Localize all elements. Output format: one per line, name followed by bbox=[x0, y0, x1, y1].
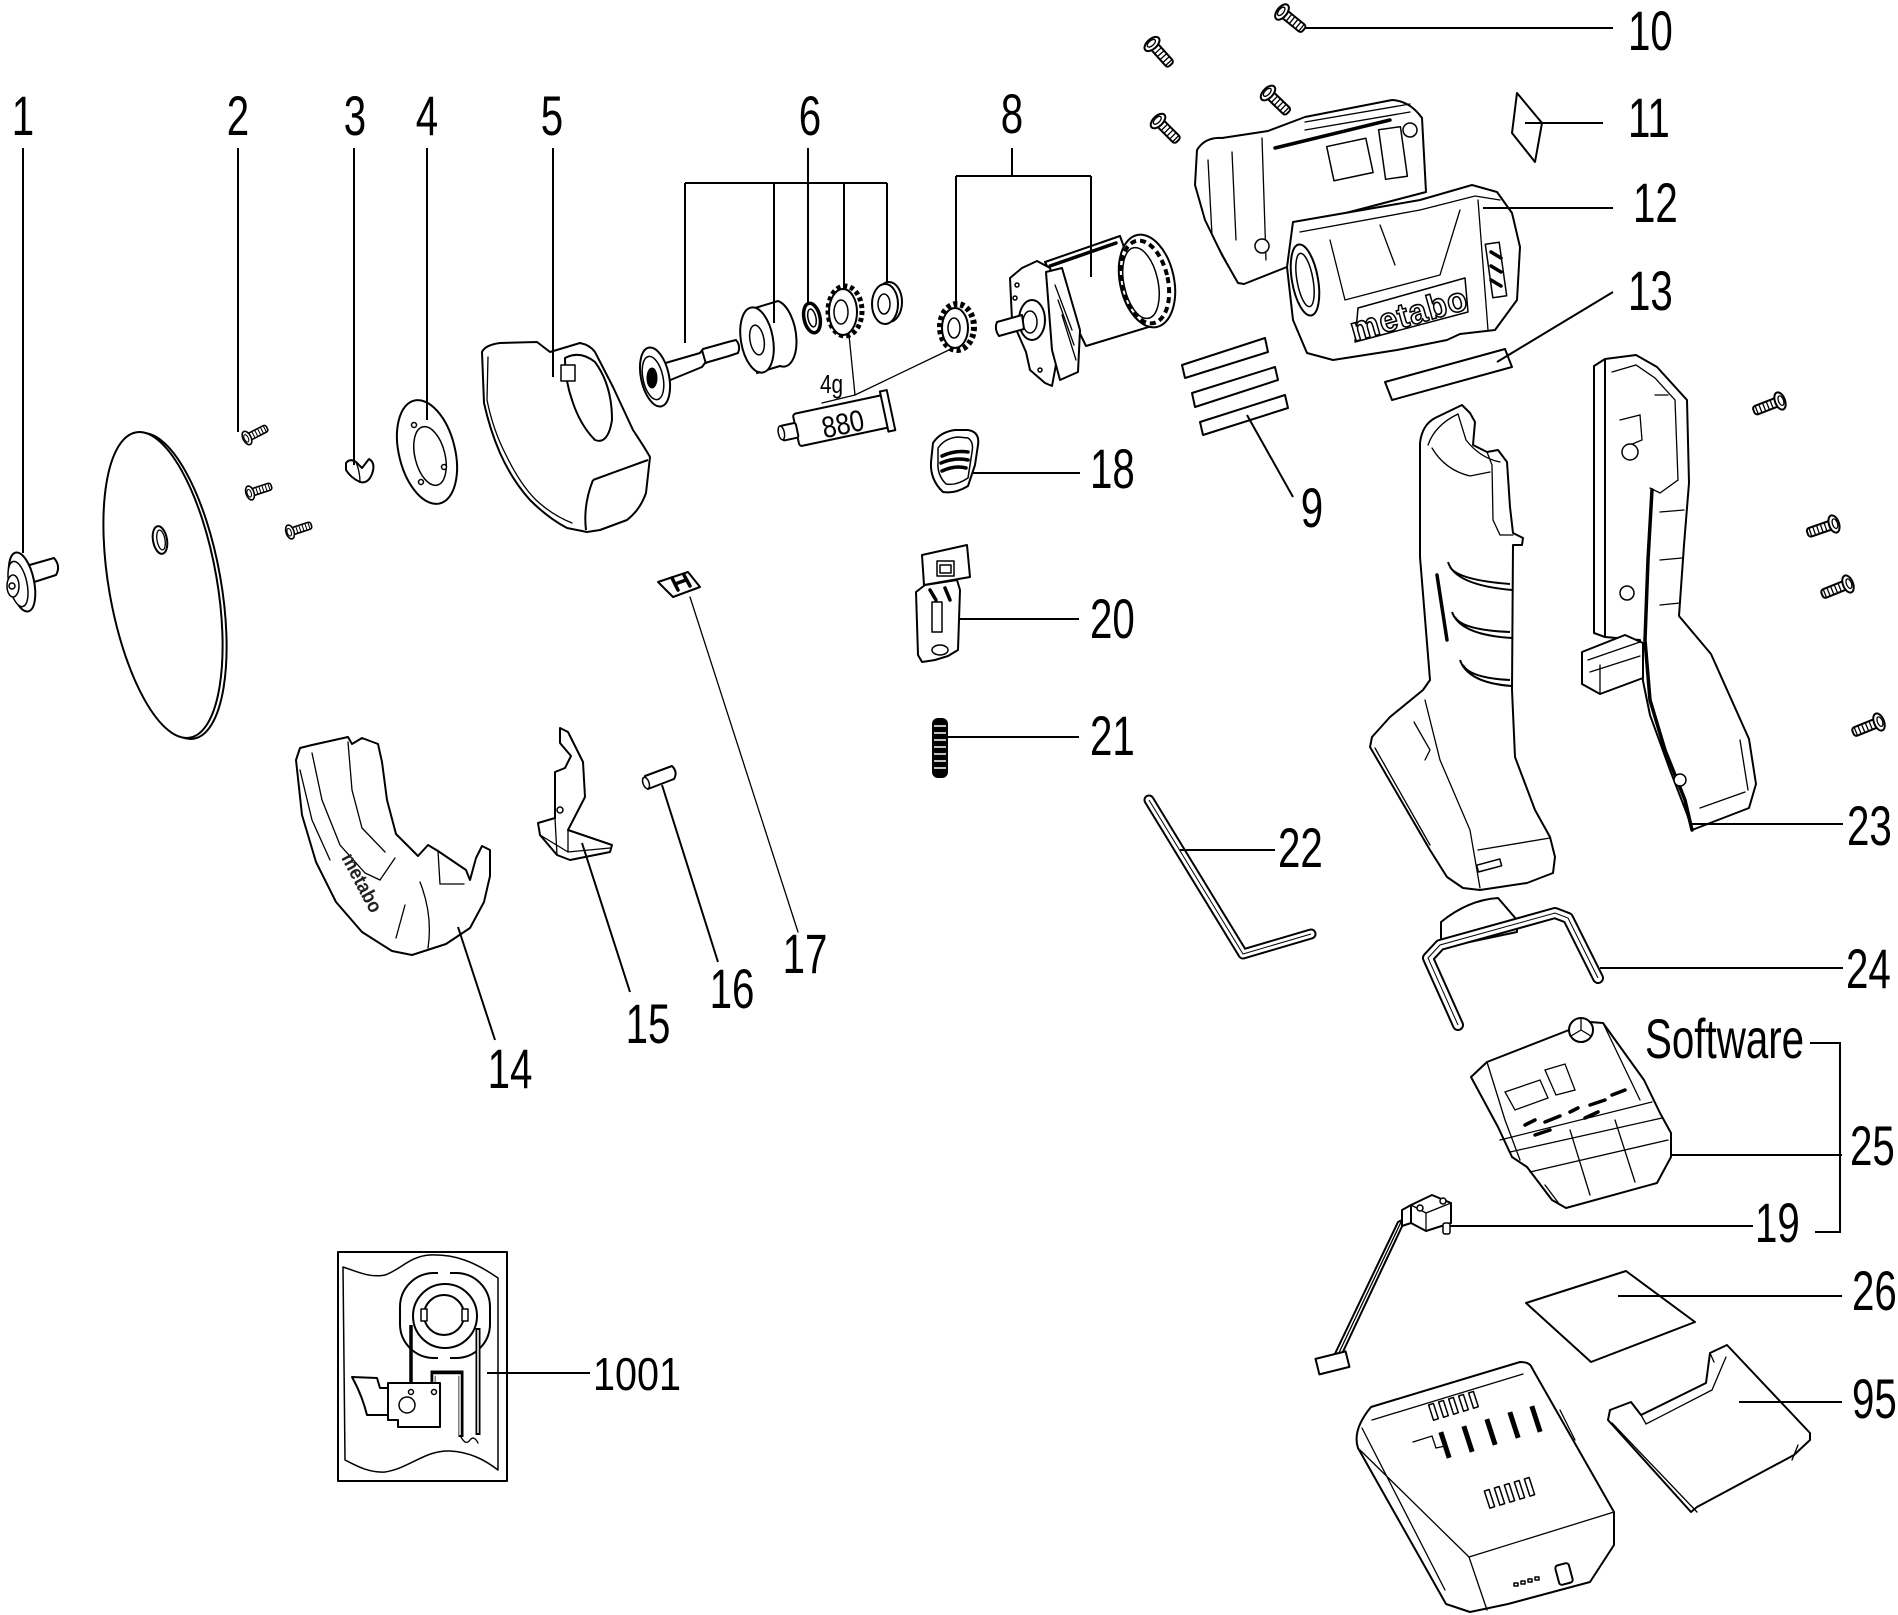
part-20-switch-slider bbox=[915, 544, 971, 663]
battery-terminal-slots bbox=[1412, 1390, 1576, 1509]
part-25-electronics-module bbox=[1470, 1017, 1672, 1209]
callout-11: 11 bbox=[1628, 88, 1670, 150]
spindle bbox=[638, 339, 741, 408]
grease-amount-label: 4g bbox=[820, 370, 843, 399]
part-26-label-sheet bbox=[1525, 1270, 1696, 1363]
retaining-ring bbox=[801, 301, 823, 335]
leader-13 bbox=[1496, 291, 1614, 363]
pinion bbox=[937, 301, 977, 353]
callout-14: 14 bbox=[488, 1039, 533, 1101]
part-5-wheel-guard bbox=[481, 341, 651, 533]
motor bbox=[994, 233, 1177, 387]
callout-1: 1 bbox=[12, 86, 34, 148]
part-9-strips bbox=[1181, 337, 1289, 436]
part-16-pin bbox=[641, 765, 677, 790]
callout-9: 9 bbox=[1301, 478, 1323, 540]
part-11-label-plate bbox=[1511, 92, 1543, 163]
leader-16 bbox=[661, 784, 719, 963]
logo-panel bbox=[1354, 277, 1469, 343]
leader-6-bracket bbox=[684, 148, 888, 343]
callout-6: 6 bbox=[799, 86, 821, 148]
part-1001-wiring-detail bbox=[337, 1251, 508, 1482]
callout-19: 19 bbox=[1755, 1193, 1800, 1255]
part-1-clamping-nut bbox=[6, 551, 60, 613]
callout-15: 15 bbox=[626, 994, 671, 1056]
part-17-clip bbox=[657, 571, 701, 598]
grease-tube: 880 bbox=[777, 389, 897, 447]
callout-17: 17 bbox=[783, 924, 828, 986]
callout-3: 3 bbox=[344, 86, 366, 148]
callout-10: 10 bbox=[1628, 1, 1673, 63]
callout-24: 24 bbox=[1846, 939, 1891, 1001]
handle-shell-left bbox=[1369, 404, 1556, 891]
part-13-strip bbox=[1384, 348, 1513, 401]
callout-16: 16 bbox=[710, 959, 755, 1021]
part-19-sensor-cable bbox=[1314, 1194, 1452, 1376]
leader-17 bbox=[689, 596, 799, 933]
part-4-washer bbox=[395, 399, 459, 505]
leader-14 bbox=[457, 926, 496, 1041]
callout-4: 4 bbox=[416, 86, 438, 148]
ball-bearing-large bbox=[739, 300, 798, 374]
callout-18: 18 bbox=[1090, 439, 1135, 501]
leader-15 bbox=[581, 842, 631, 993]
handle-shell-right bbox=[1581, 354, 1757, 832]
part-21-spring bbox=[932, 718, 948, 778]
callout-21: 21 bbox=[1090, 706, 1135, 768]
grease-leader bbox=[821, 334, 954, 404]
software-note: Software bbox=[1645, 1009, 1804, 1071]
part-8-motor-assembly bbox=[937, 233, 1177, 387]
callout-12: 12 bbox=[1633, 173, 1678, 235]
callout-2: 2 bbox=[227, 86, 249, 148]
part-15-guard-lever bbox=[537, 727, 613, 861]
part-18-switch-button bbox=[929, 429, 980, 494]
callout-5: 5 bbox=[541, 86, 563, 148]
vent-slots bbox=[1484, 241, 1508, 299]
part-95-cover-cap bbox=[1607, 1344, 1811, 1513]
charge-indicator bbox=[1513, 1562, 1574, 1587]
callout-25: 25 bbox=[1850, 1116, 1895, 1178]
cutting-disc bbox=[102, 431, 228, 740]
callout-22: 22 bbox=[1278, 818, 1323, 880]
callout-1001: 1001 bbox=[593, 1349, 681, 1400]
part-6-spindle-assembly bbox=[638, 281, 903, 408]
part-22-hex-key bbox=[1143, 794, 1317, 960]
part-14-lower-guard: metabo bbox=[295, 736, 491, 956]
callout-26: 26 bbox=[1852, 1261, 1897, 1323]
leader-lines bbox=[22, 27, 1843, 1403]
callout-13: 13 bbox=[1628, 261, 1673, 323]
callout-labels: 1 2 3 4 5 6 8 10 11 12 13 18 9 20 21 22 … bbox=[12, 1, 1897, 1431]
part-12-housing: metabo bbox=[1194, 99, 1521, 361]
callout-20: 20 bbox=[1090, 589, 1135, 651]
ball-bearing-small bbox=[871, 281, 903, 325]
callout-95: 95 bbox=[1852, 1369, 1897, 1431]
software-bracket bbox=[1810, 1042, 1841, 1233]
callout-23: 23 bbox=[1847, 796, 1892, 858]
part-23-handle-shells bbox=[1369, 354, 1889, 891]
part-24-latch-bracket bbox=[1422, 897, 1604, 1031]
callout-8: 8 bbox=[1001, 84, 1023, 146]
leader-9 bbox=[1246, 414, 1294, 498]
leader-8-bracket bbox=[955, 148, 1092, 305]
battery-pack bbox=[1355, 1361, 1615, 1613]
